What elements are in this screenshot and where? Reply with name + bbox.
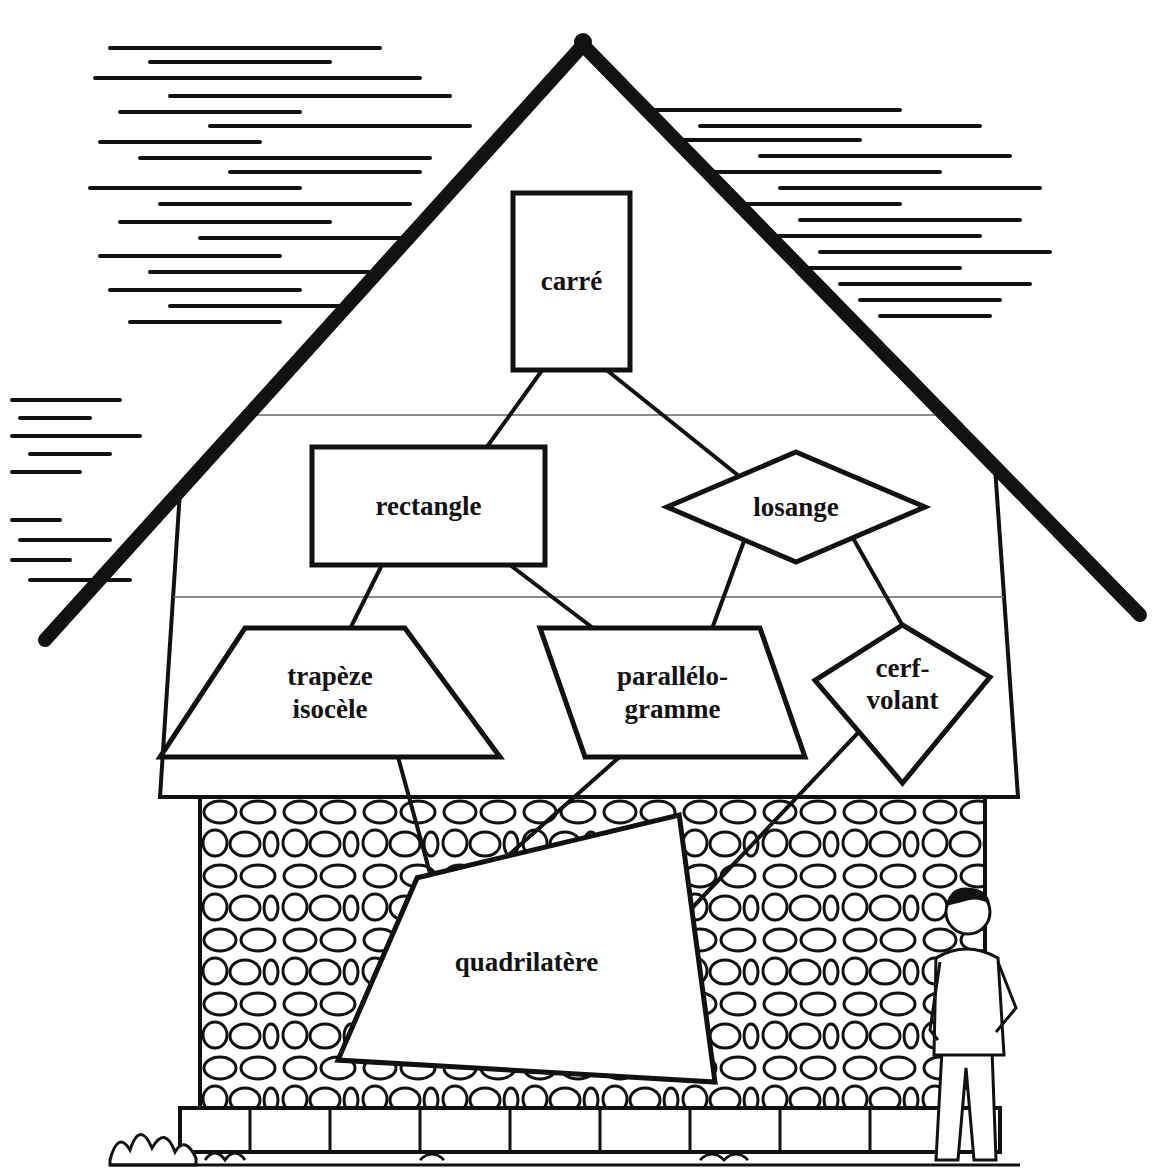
shape-label: rectangle [376, 490, 482, 522]
shape-outline [160, 628, 500, 757]
shape-label: cerf- volant [866, 652, 938, 717]
connector-line [853, 538, 903, 626]
shape-outline [338, 815, 715, 1082]
person-arm [930, 962, 1016, 1040]
shape-label: trapèze isocèle [287, 660, 372, 725]
trapezoid-shape: trapèze isocèle [160, 628, 500, 757]
shape-outline [513, 193, 630, 370]
shape-outline [160, 628, 500, 757]
quadrilateral-shape: quadrilatère [338, 815, 715, 1082]
stone-wall [200, 797, 985, 1110]
shape-label: parallélo- gramme [617, 660, 728, 725]
connector-line [712, 540, 744, 628]
connector-line [350, 565, 382, 628]
connector-line [607, 370, 740, 476]
person-legs [936, 1050, 996, 1160]
shape-label: quadrilatère [455, 946, 599, 978]
shape-outline [815, 625, 990, 783]
shape-label: losange [753, 491, 839, 523]
shape-outline [540, 628, 805, 757]
kite-shape: cerf- volant [815, 625, 990, 783]
roof [45, 45, 1140, 640]
connector-line [510, 565, 593, 628]
person-torso [934, 949, 1004, 1055]
foundation [180, 1108, 1000, 1152]
shape-outline [540, 628, 805, 757]
ground-rubble [110, 1153, 1020, 1165]
square-box: carré [513, 193, 630, 370]
parallelogram-shape: parallélo- gramme [540, 628, 805, 757]
connector-line [398, 757, 430, 875]
gable-wall [160, 45, 1018, 797]
rectangle-box: rectangle [312, 447, 545, 565]
gable-board-lines [173, 415, 1004, 597]
person-hair [946, 887, 990, 906]
shape-label: carré [541, 265, 602, 297]
connector-line [487, 370, 543, 447]
foundation-joints [250, 1108, 950, 1152]
roof-finial [574, 33, 592, 51]
shape-outline [312, 447, 545, 565]
rhombus-shape: losange [667, 452, 925, 562]
ground-rubble [110, 1134, 196, 1165]
shape-outline [667, 452, 925, 562]
